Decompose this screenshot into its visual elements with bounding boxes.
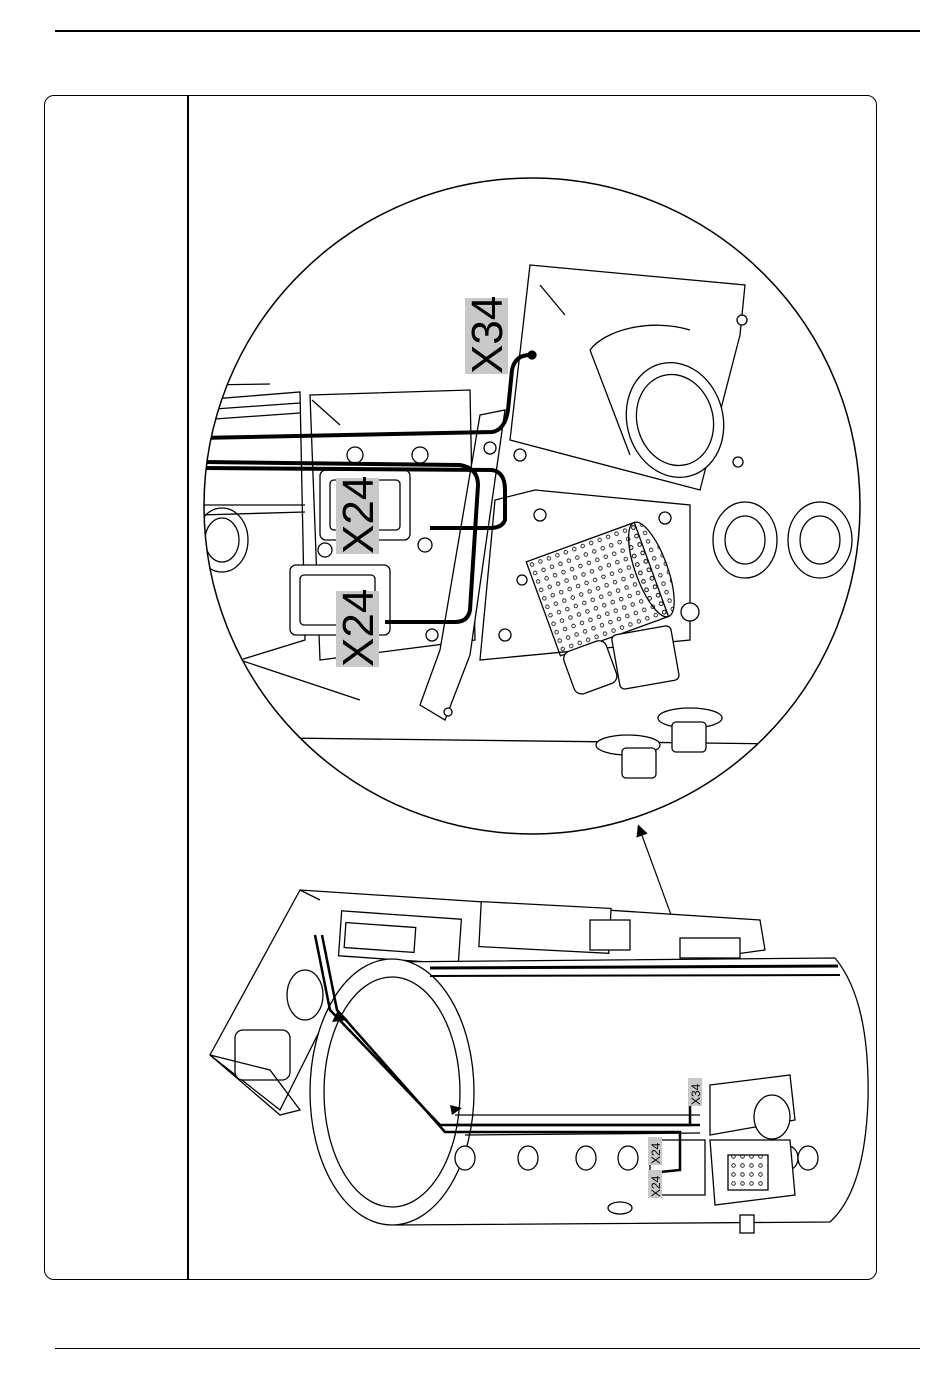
overview-x24-lower-label: X24 bbox=[649, 1175, 663, 1197]
detail-x24-upper-label: X24 bbox=[334, 476, 383, 554]
detail-x34-label: X34 bbox=[463, 296, 512, 374]
boiler-overview bbox=[210, 890, 868, 1233]
overview-x24-upper-label: X24 bbox=[649, 1142, 663, 1164]
detail-x24-lower-label: X24 bbox=[334, 589, 383, 667]
detail-magnifier bbox=[196, 178, 870, 834]
footer-rule bbox=[55, 1348, 920, 1349]
overview-x34-label: X34 bbox=[689, 1083, 703, 1105]
